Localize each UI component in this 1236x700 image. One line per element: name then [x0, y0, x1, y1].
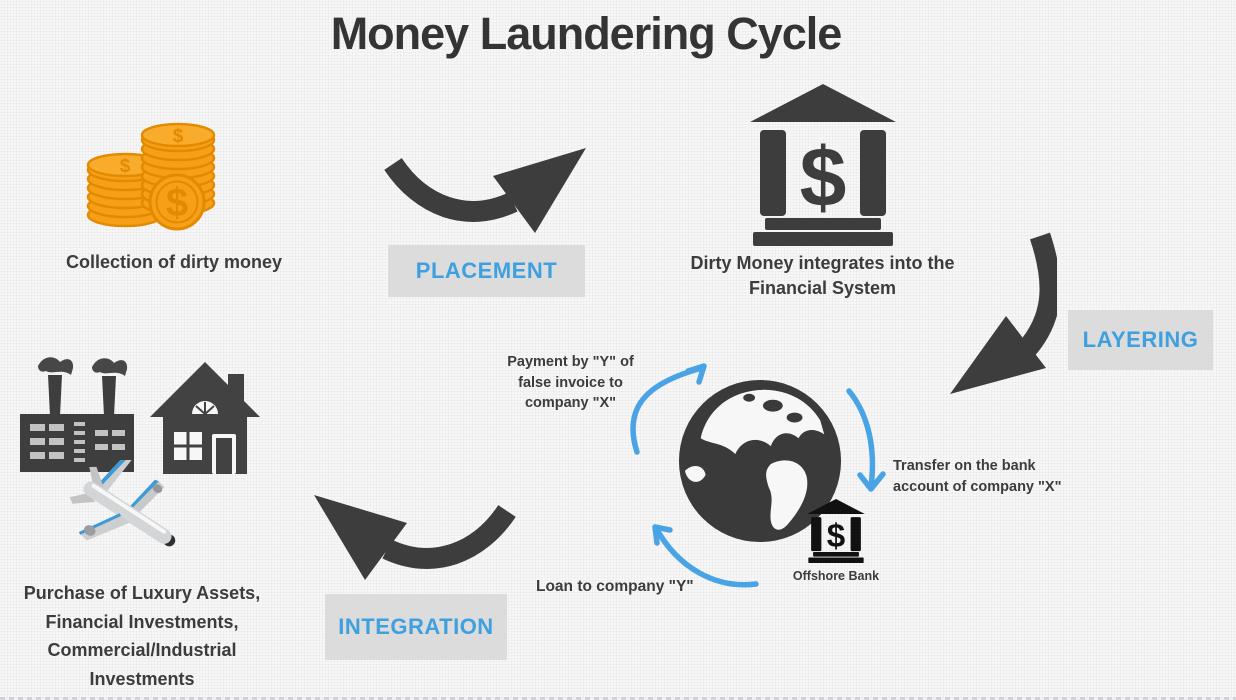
svg-text:$: $ [120, 156, 131, 177]
layering-arrow-icon [950, 232, 1057, 394]
coins-icon: $ $ $ [86, 122, 216, 231]
stage-label-placement: PLACEMENT [388, 245, 585, 297]
svg-text:$: $ [800, 130, 847, 224]
caption-assets: Purchase of Luxury Assets, Financial Inv… [2, 579, 282, 693]
caption-financial-system-line1: Dirty Money integrates into the [690, 253, 955, 273]
bank-icon: $ [750, 84, 896, 246]
cycle-arrow-transfer [846, 388, 876, 490]
placement-arrow-icon [384, 148, 586, 233]
caption-assets-line2: Financial Investments, [45, 611, 239, 632]
caption-assets-line4: Investments [89, 668, 195, 689]
annotation-transfer-line2: account of company "X" [893, 478, 1062, 495]
caption-collection-of-dirty-money: Collection of dirty money [65, 252, 283, 272]
integration-arrow-icon [314, 495, 516, 580]
stage-label-layering-text: LAYERING [1082, 327, 1199, 352]
annotation-loan: Loan to company "Y" [536, 578, 694, 595]
factory-icon [20, 357, 134, 472]
cycle-arrowhead-loan [652, 524, 673, 546]
globe-icon [678, 379, 842, 543]
svg-text:$: $ [827, 518, 845, 555]
annotation-transfer: Transfer on the bank account of company … [893, 456, 1113, 497]
annotation-payment-line2: false invoice to [518, 374, 623, 391]
stage-label-integration-text: INTEGRATION [338, 614, 494, 639]
annotation-payment-line3: company "X" [524, 395, 617, 411]
stage-label-layering: LAYERING [1068, 310, 1213, 370]
stage-label-placement-text: PLACEMENT [415, 258, 558, 283]
cycle-arrowhead-transfer [857, 471, 886, 492]
annotation-payment-line1: Payment by "Y" of [507, 354, 634, 370]
caption-financial-system: Dirty Money integrates into the Financia… [655, 251, 990, 301]
caption-offshore-bank: Offshore Bank [792, 569, 880, 583]
annotation-payment: Payment by "Y" of false invoice to compa… [468, 352, 673, 414]
svg-text:$: $ [173, 126, 184, 147]
caption-financial-system-line2: Financial System [748, 278, 897, 298]
caption-assets-line3: Commercial/Industrial [47, 640, 237, 660]
airplane-icon [70, 460, 176, 547]
bottom-edge-divider [0, 697, 1236, 700]
house-icon [150, 362, 260, 474]
offshore-bank-icon: $ [807, 499, 865, 563]
caption-assets-line1: Purchase of Luxury Assets, [23, 583, 261, 603]
stage-label-integration: INTEGRATION [325, 594, 507, 660]
page-title: Money Laundering Cycle [330, 8, 843, 59]
svg-text:$: $ [166, 181, 188, 225]
annotation-transfer-line1: Transfer on the bank [893, 458, 1036, 474]
